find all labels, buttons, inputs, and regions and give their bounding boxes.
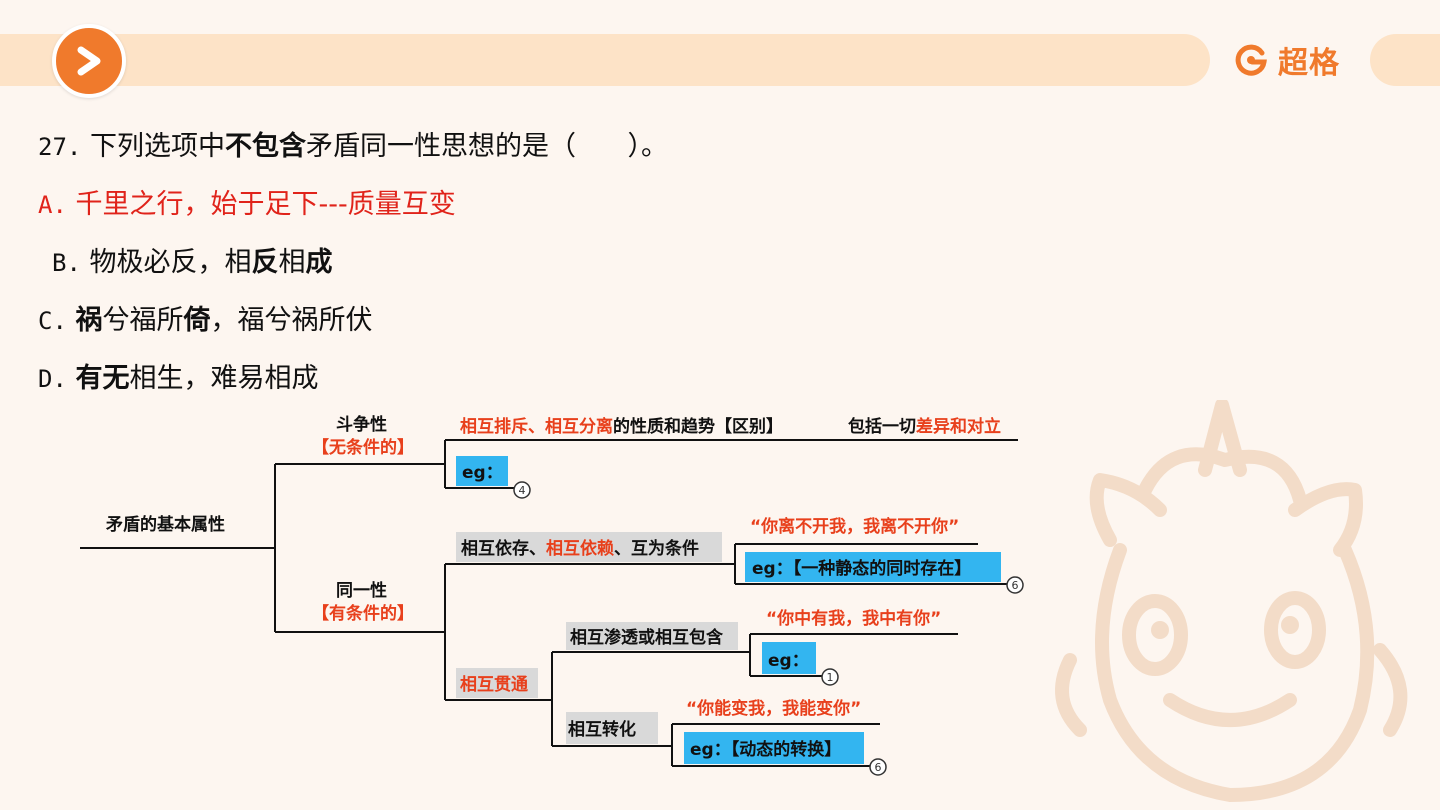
struggle-eg: eg：: [462, 463, 503, 483]
struggle-includes-red: 差异和对立: [916, 416, 1001, 437]
unicorn-mascot-watermark: [1055, 400, 1408, 802]
ref-circle-struggle: [513, 481, 531, 499]
struggle-title: 斗争性: [336, 414, 387, 435]
brand-name: 超格: [1278, 46, 1340, 81]
identity-title: 同一性: [336, 580, 387, 601]
dependence-black1: 相互依存、: [461, 538, 546, 559]
option-letter: A.: [38, 191, 67, 219]
penetration-label: 相互贯通: [460, 674, 528, 695]
ref-circle-sub2: [869, 758, 887, 776]
header-band: [0, 34, 1210, 86]
struggle-desc-red: 相互排斥、相互分离: [460, 416, 613, 437]
option-text-bold: 反: [251, 247, 279, 278]
struggle-eg-box: [456, 456, 508, 486]
sub1-quote: “你中有我，我中有你”: [766, 608, 941, 629]
option-letter: C.: [38, 307, 67, 335]
struggle-desc-black: 的性质和趋势【区别】: [613, 416, 783, 437]
brand-g-icon: [1235, 44, 1267, 76]
question-number: 27.: [38, 133, 82, 161]
question-text-post: 矛盾同一性思想的是（ ）。: [305, 131, 668, 162]
option-text: 物极必反，相: [89, 247, 252, 278]
root-node: 矛盾的基本属性: [105, 514, 225, 535]
question-text: 27. 下列选项中不包含矛盾同一性思想的是（ ）。: [38, 124, 668, 163]
option-text: 相: [278, 247, 306, 278]
struggle-includes: 包括一切差异和对立: [848, 416, 1001, 437]
sub2-quote: “你能变我，我能变你”: [686, 698, 861, 719]
option-text: 相生，难易相成: [129, 363, 319, 394]
ref-circle-dependence: [1006, 576, 1024, 594]
dependence-box: [456, 532, 722, 562]
dependence-eg: eg：【一种静态的同时存在】: [752, 558, 971, 579]
sub1-eg-box: [762, 642, 816, 674]
sub2-box: [566, 712, 658, 744]
option-a[interactable]: A. 千里之行，始于足下---质量互变: [38, 182, 456, 221]
ref-number: 6: [1012, 579, 1019, 592]
option-text-bold: 成: [305, 247, 333, 278]
sub2-eg: eg：【动态的转换】: [690, 739, 841, 760]
dependence-red: 相互依赖: [546, 538, 614, 559]
next-button[interactable]: [52, 24, 126, 98]
ref-number: 6: [875, 761, 882, 774]
dependence-black2: 、互为条件: [614, 538, 699, 559]
struggle-includes-black: 包括一切: [848, 416, 916, 437]
option-text: 兮福所: [102, 305, 184, 336]
option-b[interactable]: B. 物极必反，相反相成: [52, 240, 333, 279]
option-letter: B.: [52, 249, 81, 277]
option-letter: D.: [38, 365, 67, 393]
option-c[interactable]: C. 祸兮福所倚，福兮祸所伏: [38, 298, 373, 337]
identity-condition: 【有条件的】: [312, 603, 414, 624]
brand-logo: 超格: [1234, 40, 1340, 81]
penetration-box: [456, 668, 538, 698]
chevron-right-icon: [77, 46, 101, 76]
dependence-eg-box: [745, 552, 1001, 582]
struggle-condition: 【无条件的】: [312, 437, 414, 458]
struggle-desc: 相互排斥、相互分离的性质和趋势【区别】: [460, 416, 783, 437]
ref-number: 4: [519, 484, 526, 497]
dependence-quote: “你离不开我，我离不开你”: [750, 516, 959, 537]
mindmap-connectors: [80, 439, 1018, 767]
question-text-bold: 不包含: [224, 131, 306, 162]
option-text: 千里之行，始于足下---质量互变: [75, 189, 456, 220]
sub2-eg-box: [684, 732, 864, 764]
option-text-bold: 有无: [75, 363, 130, 394]
sub1-eg: eg：: [768, 651, 809, 671]
option-text: ，福兮祸所伏: [210, 305, 373, 336]
sub1-label: 相互渗透或相互包含: [570, 627, 724, 648]
option-d[interactable]: D. 有无相生，难易相成: [38, 356, 319, 395]
sub2-label: 相互转化: [568, 719, 636, 740]
header-band-right: [1370, 34, 1440, 86]
dependence-label: 相互依存、相互依赖、互为条件: [461, 538, 699, 559]
ref-circle-sub1: [821, 668, 839, 686]
question-text-pre: 下列选项中: [89, 131, 225, 162]
ref-number: 1: [827, 671, 834, 684]
option-text-bold: 祸: [75, 305, 103, 336]
sub1-box: [566, 622, 738, 650]
option-text-bold: 倚: [183, 305, 211, 336]
